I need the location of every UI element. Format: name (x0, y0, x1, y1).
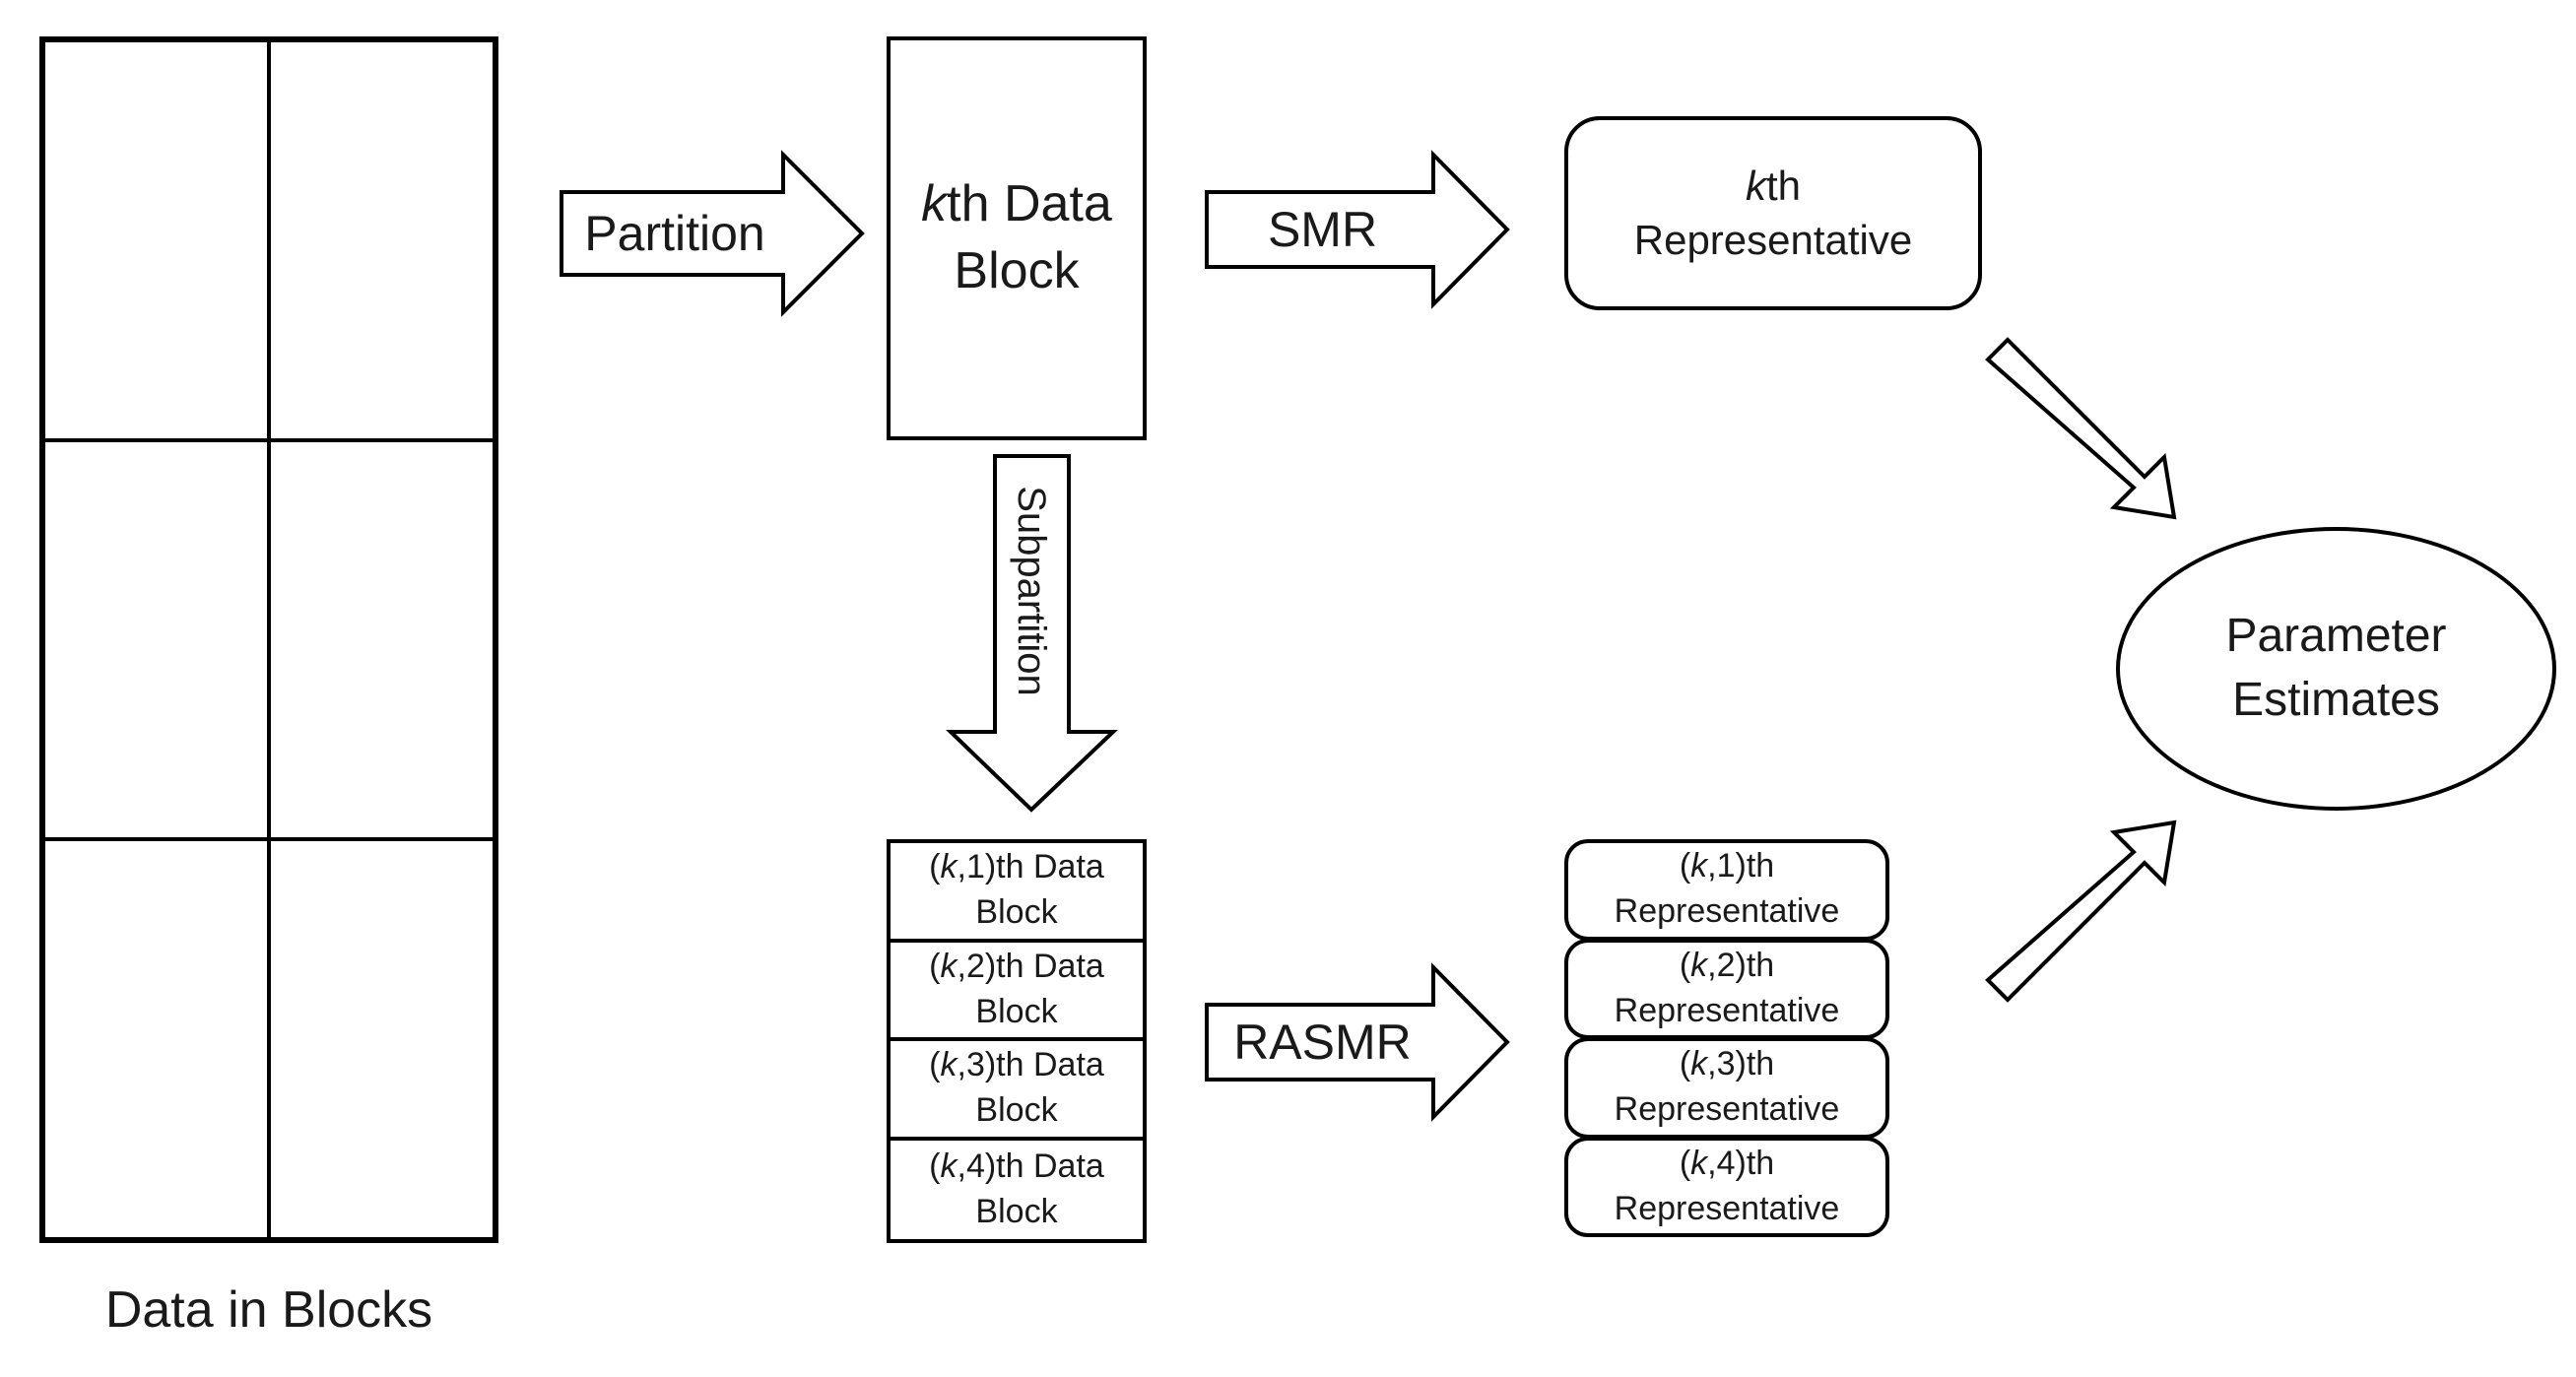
sub-representative: (k,3)th Representative (1564, 1037, 1889, 1139)
subpartition-label: Subpartition (1010, 486, 1054, 696)
data-block-cell (269, 439, 495, 840)
sub-representative: (k,1)th Representative (1564, 839, 1889, 941)
sub-representative: (k,2)th Representative (1564, 938, 1889, 1039)
data-block-cell (43, 839, 269, 1239)
data-block-cell (269, 40, 495, 440)
estimates-line1: Parameter (2225, 610, 2447, 663)
estimates-line2: Estimates (2232, 674, 2440, 726)
sub-data-block: (k,2)th Data Block (891, 943, 1143, 1041)
data-block-cell (43, 40, 269, 440)
smr-arrow (1205, 150, 1510, 309)
sub-data-block: (k,3)th Data Block (891, 1041, 1143, 1141)
partition-arrow (560, 150, 865, 317)
subreps-to-estimates-arrow (1985, 820, 2177, 1003)
partition-label: Partition (584, 206, 765, 261)
sub-data-block: (k,4)th Data Block (929, 1147, 1104, 1230)
sub-data-blocks: (k,1)th Data Block (k,2)th Data Block (k… (887, 839, 1147, 1243)
data-block-cell (269, 839, 495, 1239)
kth-rep-line1: th (1765, 162, 1802, 209)
kth-data-block: kth Data Block (887, 36, 1147, 440)
smr-label: SMR (1267, 202, 1378, 257)
kth-rep-line2: Representative (1633, 216, 1913, 263)
kth-representative: kth Representative (1564, 116, 1982, 310)
rasmr-arrow (1205, 962, 1510, 1122)
k-variable: k (921, 175, 948, 233)
kth-block-line2: Block (954, 242, 1080, 299)
kth-block-line1: th Data (947, 175, 1112, 233)
parameter-estimates-node: Parameter Estimates (2116, 527, 2556, 811)
sub-representative: (k,4)th Representative (1564, 1136, 1889, 1237)
sub-data-block: (k,1)th Data Block (891, 843, 1143, 943)
rep-to-estimates-arrow (1985, 337, 2177, 520)
rasmr-label: RASMR (1233, 1015, 1412, 1070)
k-variable: k (1745, 162, 1766, 209)
data-blocks-grid (39, 36, 498, 1243)
data-block-cell (43, 439, 269, 840)
subpartition-arrow (946, 454, 1119, 813)
data-in-blocks-caption: Data in Blocks (104, 1281, 433, 1339)
sub-representatives: (k,1)th Representative (k,2)th Represent… (1564, 839, 1889, 1243)
